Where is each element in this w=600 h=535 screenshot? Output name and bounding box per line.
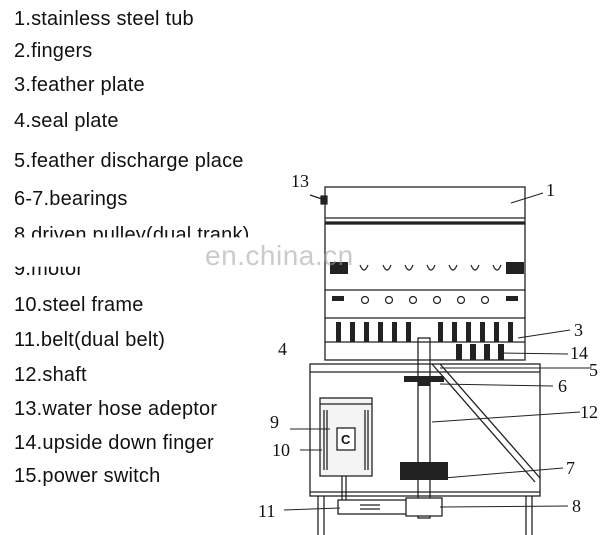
callout-12: 12 bbox=[580, 402, 598, 422]
stainless-steel-tub bbox=[324, 223, 526, 361]
callout-4: 4 bbox=[278, 339, 287, 359]
leader-lines bbox=[283, 192, 590, 511]
watermark: en.china.cn bbox=[205, 240, 354, 271]
legend-item-6-7: 6-7.bearings bbox=[14, 188, 128, 210]
callout-9: 9 bbox=[270, 412, 279, 432]
fingers-upper-row bbox=[330, 262, 524, 274]
legend-item-9: 9.motor bbox=[14, 258, 84, 280]
callout-1: 1 bbox=[546, 180, 555, 200]
legend-item-11: 11.belt(dual belt) bbox=[14, 329, 166, 351]
stainless-steel-tub-top bbox=[324, 186, 526, 224]
water-hose-adaptor bbox=[309, 194, 328, 205]
callout-14: 14 bbox=[570, 343, 588, 363]
callout-5: 5 bbox=[589, 360, 598, 380]
legend-item-5: 5.feather discharge place bbox=[14, 150, 244, 172]
callout-3: 3 bbox=[574, 320, 583, 340]
legend-item-4: 4.seal plate bbox=[14, 110, 119, 132]
driven-pulley bbox=[405, 497, 443, 517]
legend-item-13: 13.water hose adeptor bbox=[14, 398, 218, 420]
motor bbox=[319, 397, 373, 500]
legend-item-1: 1.stainless steel tub bbox=[14, 8, 194, 30]
callout-11: 11 bbox=[258, 501, 275, 521]
bearing-lower bbox=[400, 462, 448, 480]
legend-item-8: 8.driven pulley(dual trank) bbox=[14, 224, 250, 246]
legend-item-15: 15.power switch bbox=[14, 465, 161, 487]
callout-8: 8 bbox=[572, 496, 581, 516]
legend-item-2: 2.fingers bbox=[14, 40, 93, 62]
legend-item-14: 14.upside down finger bbox=[14, 432, 214, 454]
callout-7: 7 bbox=[566, 458, 575, 478]
bearing-upper bbox=[404, 376, 444, 382]
callout-10: 10 bbox=[272, 440, 290, 460]
fingers-row bbox=[359, 264, 502, 271]
motor-letter: C bbox=[341, 432, 351, 447]
legend-item-10: 10.steel frame bbox=[14, 294, 144, 316]
upside-down-fingers bbox=[456, 344, 504, 360]
shaft bbox=[417, 337, 431, 519]
callout-6: 6 bbox=[558, 376, 567, 396]
legend-item-12: 12.shaft bbox=[14, 364, 87, 386]
holes-row bbox=[360, 295, 490, 305]
feather-plate-fingers bbox=[336, 322, 513, 342]
steel-frame bbox=[309, 363, 541, 497]
callout-13: 13 bbox=[291, 171, 309, 191]
legend-item-3: 3.feather plate bbox=[14, 74, 145, 96]
